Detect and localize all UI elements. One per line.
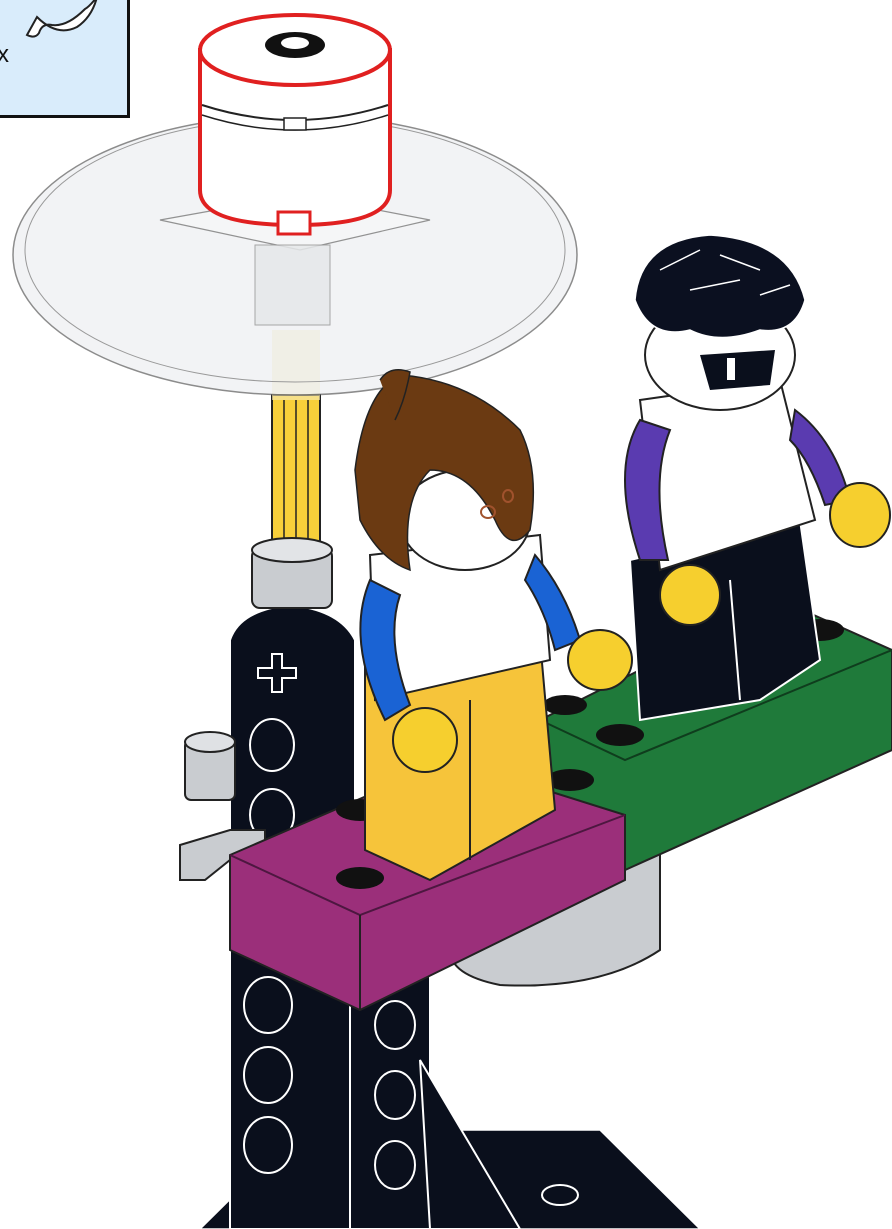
spinner-hub [200,15,390,234]
gray-axle-connector [252,538,332,608]
